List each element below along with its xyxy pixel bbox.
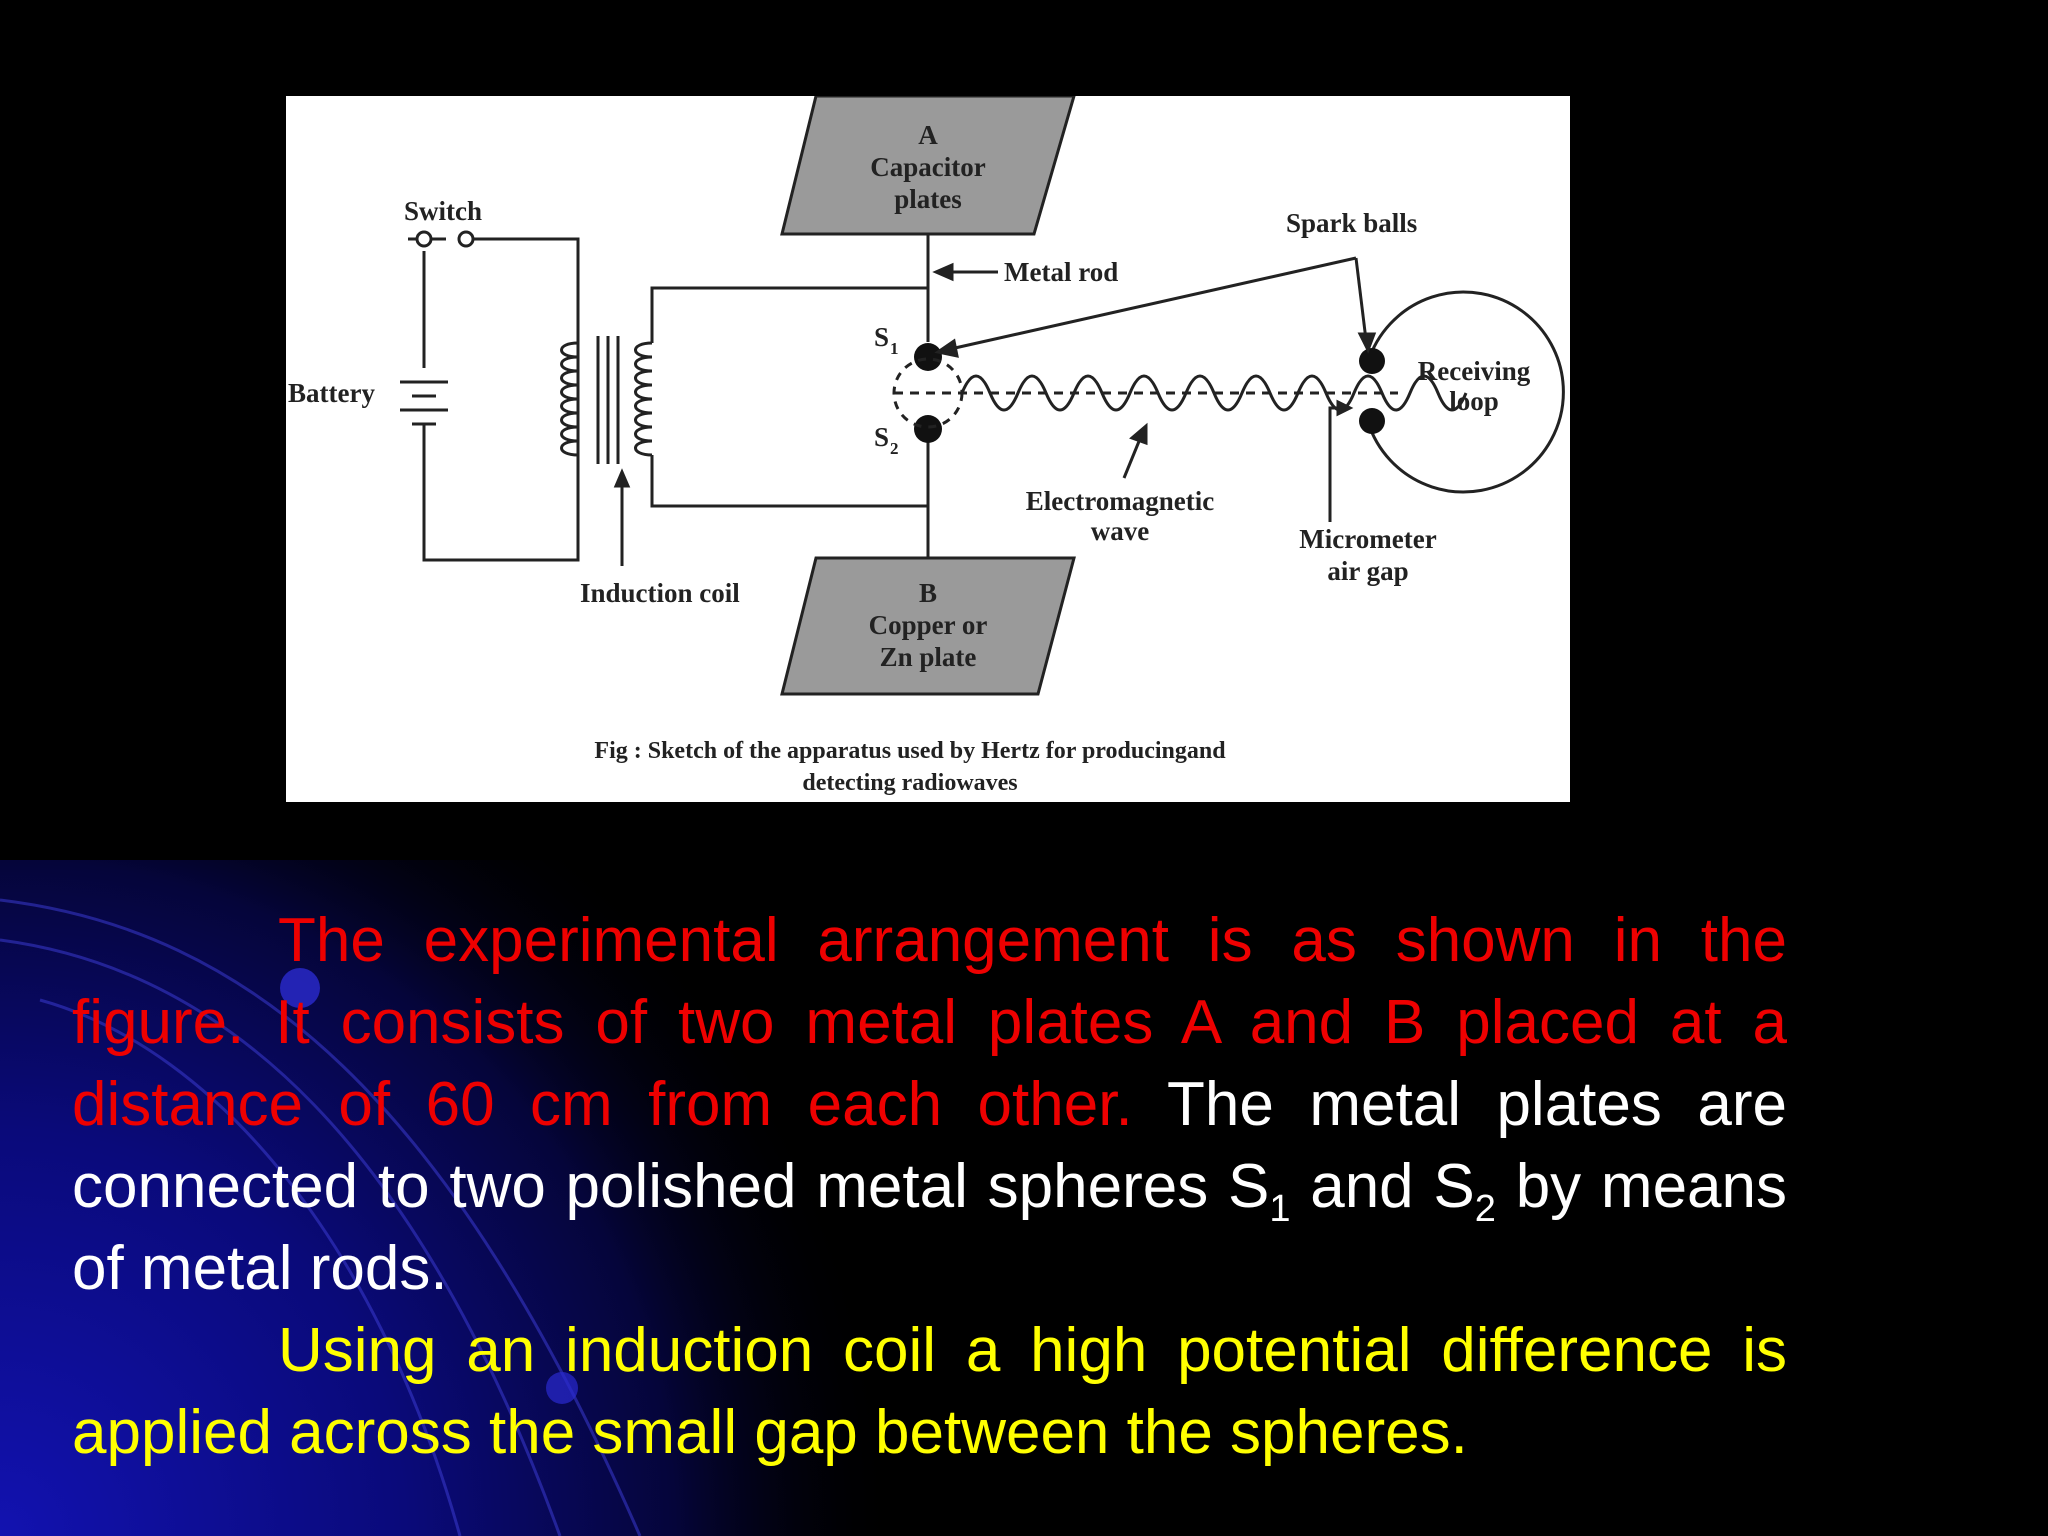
bead-icon	[546, 1372, 578, 1404]
em-wave-label: wave	[1091, 516, 1149, 546]
receiving-loop-label: Receiving	[1418, 356, 1531, 386]
s1-label: S	[874, 322, 889, 352]
capacitor-plate-a	[780, 96, 1076, 236]
paragraph-1: The experimental arrangement is as shown…	[72, 900, 1787, 1310]
spark-ball-icon	[1359, 408, 1385, 434]
plate-a-label: plates	[894, 184, 962, 214]
plate-a-letter: A	[918, 120, 938, 150]
spark-balls-label: Spark balls	[1286, 208, 1417, 238]
plate-b-label: Copper or	[869, 610, 988, 640]
plate-a-label: Capacitor	[870, 152, 985, 182]
s2-subscript: 2	[890, 439, 899, 458]
body-text: The experimental arrangement is as shown…	[72, 900, 1787, 1474]
receiving-loop-label: loop	[1449, 386, 1499, 416]
micrometer-label: Micrometer	[1299, 524, 1436, 554]
sphere-s1-icon	[914, 343, 942, 371]
figure-caption: Fig : Sketch of the apparatus used by He…	[594, 738, 1226, 764]
switch-terminal-icon	[457, 230, 475, 248]
switch-label: Switch	[404, 196, 482, 226]
spark-ball-icon	[1359, 348, 1385, 374]
battery-label: Battery	[288, 378, 375, 408]
paragraph-2: Using an induction coil a high potential…	[72, 1310, 1787, 1474]
connection-statement: The metal plates are connected to two po…	[72, 1070, 1788, 1303]
plate-b-label: Zn plate	[880, 642, 977, 672]
circuit-diagram: Switch Battery Induction coil A Capacito…	[288, 96, 1565, 796]
s1-subscript: 1	[890, 339, 899, 358]
induction-statement: Using an induction coil a high potential…	[72, 1316, 1787, 1467]
figure-caption: detecting radiowaves	[802, 770, 1017, 796]
hertz-apparatus-figure: Switch Battery Induction coil A Capacito…	[286, 96, 1570, 802]
plate-b-letter: B	[919, 578, 937, 608]
induction-coil-label: Induction coil	[580, 578, 740, 608]
em-wave-icon	[960, 374, 1468, 412]
intro-statement: The experimental arrangement is as shown…	[72, 906, 1787, 1139]
wire	[422, 237, 580, 562]
em-wave-label: Electromagnetic	[1026, 486, 1214, 516]
micrometer-label: air gap	[1327, 556, 1408, 586]
switch-terminal-icon	[415, 230, 433, 248]
sphere-s2-icon	[914, 415, 942, 443]
s2-label: S	[874, 422, 889, 452]
swoosh-lines	[0, 898, 642, 1536]
receiving-loop-icon	[1366, 290, 1565, 494]
copper-plate-b	[780, 556, 1076, 696]
metal-rod-label: Metal rod	[1004, 257, 1118, 287]
bead-icon	[280, 968, 320, 1008]
